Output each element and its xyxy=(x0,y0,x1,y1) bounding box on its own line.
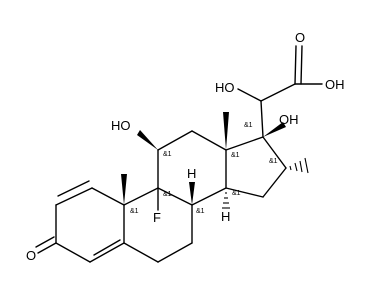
wedge-10-methyl xyxy=(121,174,127,205)
ring-d xyxy=(225,136,287,198)
acid-oxygen-label: O xyxy=(295,30,305,45)
wedge-13-methyl xyxy=(223,112,229,150)
hydrogen-14-label: H xyxy=(221,209,230,224)
ring-a xyxy=(35,180,125,263)
hydrogen-8-label: H xyxy=(187,166,196,181)
acid-hydroxy-label: OH xyxy=(325,77,345,92)
stereo-label-c14: &1 xyxy=(232,190,241,197)
hydroxy-17-label: OH xyxy=(279,112,299,127)
side-chain xyxy=(237,45,323,138)
hash-16-methyl xyxy=(289,157,309,174)
wedge-11-hydroxy xyxy=(137,130,158,150)
wedge-17-hydroxy xyxy=(263,122,286,137)
hash-14-hydrogen xyxy=(222,192,230,209)
stereo-descriptors: &1 &1 &1 &1 &1 &1 &1 &1 xyxy=(130,122,278,215)
hydroxy-alpha-label: HO xyxy=(215,80,235,95)
wedge-8-hydrogen xyxy=(189,182,195,205)
stereo-bonds xyxy=(121,112,309,209)
stereo-label-c13: &1 xyxy=(231,152,240,159)
hydroxy-11-label: HO xyxy=(111,118,131,133)
stereo-label-c17: &1 xyxy=(244,122,253,129)
fluoro-9-label: F xyxy=(153,210,161,225)
atom-labels: O HO F H H OH HO OH O xyxy=(26,30,345,263)
stereo-label-c10: &1 xyxy=(130,208,139,215)
oxo-oxygen-label: O xyxy=(26,248,36,263)
ring-b xyxy=(123,187,193,263)
stereo-label-c8: &1 xyxy=(196,208,205,215)
stereo-label-c11: &1 xyxy=(163,151,172,158)
stereo-label-c9: &1 xyxy=(163,191,172,198)
ring-c xyxy=(157,130,227,206)
stereo-label-c16: &1 xyxy=(269,158,278,165)
